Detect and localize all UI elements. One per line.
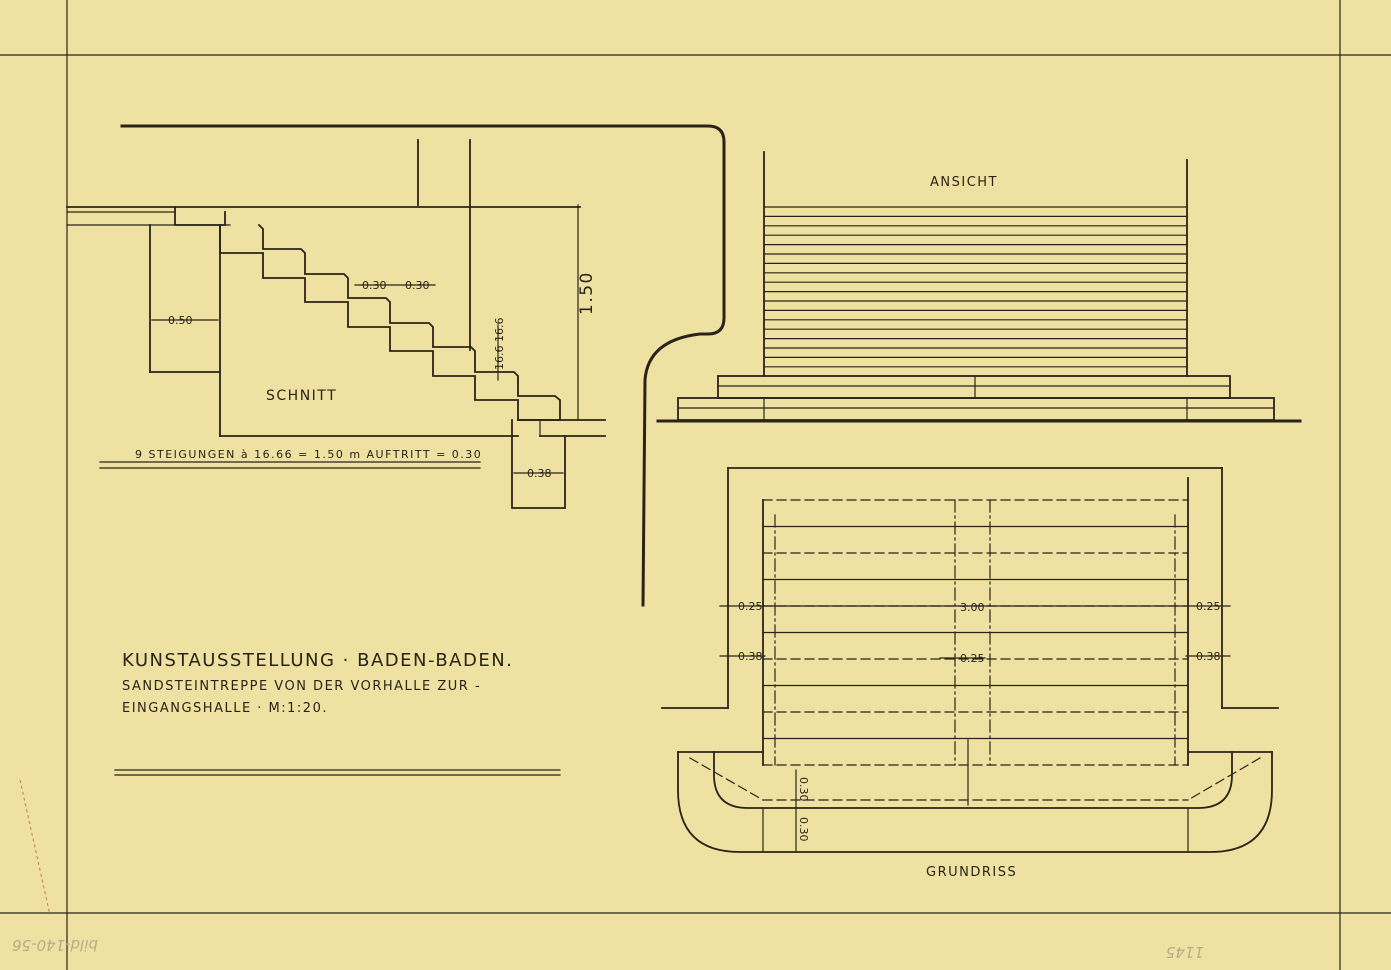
dim-plan-right-margin: 0.25: [1196, 600, 1221, 613]
dim-base-width: 0.38: [527, 467, 552, 480]
dim-section-depth: 0.50: [168, 314, 193, 327]
elevation-title: ANSICHT: [930, 175, 998, 190]
steps-note: 9 STEIGUNGEN à 16.66 = 1.50 m AUFTRITT =…: [135, 448, 482, 461]
dim-plan-right-wall: 0.38: [1196, 650, 1221, 663]
dim-tread-b: 0.30: [405, 279, 430, 292]
title-line-2: SANDSTEINTREPPE VON DER VORHALLE ZUR -: [122, 679, 481, 694]
dim-tread-a: 0.30: [362, 279, 387, 292]
dim-plan-center: 0.25: [960, 652, 985, 665]
title-line-3: EINGANGSHALLE · M:1:20.: [122, 701, 328, 716]
dim-plan-depth-a: 0.30: [797, 777, 810, 802]
red-pencil-mark: [19, 779, 51, 916]
elevation-steps: [763, 206, 1188, 368]
dim-plan-left-margin: 0.25: [738, 600, 763, 613]
dim-riser-a: 16.6: [493, 318, 506, 343]
section-title: SCHNITT: [266, 388, 337, 404]
dim-riser-b: 16.6: [493, 346, 506, 371]
archive-stamp: 1145: [1166, 943, 1204, 961]
plan-view: [661, 467, 1279, 853]
title-line-1: KUNSTAUSSTELLUNG · BADEN-BADEN.: [122, 650, 513, 671]
archive-number: bild-140-56: [12, 936, 98, 954]
dim-plan-total-width: 3.00: [960, 601, 985, 614]
section-view: [66, 124, 726, 607]
plan-step-lines: [762, 499, 1189, 740]
dim-plan-left-wall: 0.38: [738, 650, 763, 663]
dim-section-height: 1.50: [577, 271, 597, 315]
elevation-view: [656, 151, 1302, 423]
plan-title: GRUNDRISS: [926, 865, 1017, 880]
dim-plan-depth-b: 0.30: [797, 817, 810, 842]
